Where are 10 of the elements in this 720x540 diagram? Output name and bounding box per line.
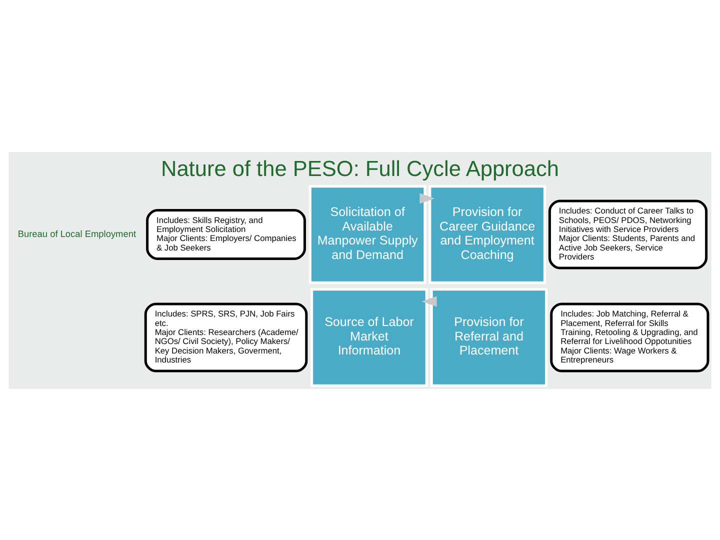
- arrow: [422, 296, 437, 306]
- node-box: Includes: SPRS, SRS, PJN, Job Fairs etc. Major Clients: Researchers (Academe/ NGOs/ Civil Society), Policy Makers/ Key Decision Makers, Goverment, Industries: [144, 302, 308, 372]
- node-box: Includes: Job Matching, Referral & Placement, Referral for Skills Training, Retooling & Upgrading, and Referral for Livelihood Oppotunities Major Clients: Wage Workers & Entrepreneurs: [550, 302, 710, 372]
- node-box: Includes: Skills Registry, and Employment Solicitation Major Clients: Employers/ Companies & Job Seekers: [146, 208, 306, 260]
- node-box: Provision for Career Guidance and Employment Coaching: [428, 184, 546, 284]
- arrow: [420, 192, 435, 204]
- node-box: Source of Labor Market Information: [310, 288, 428, 386]
- node-box: Includes: Conduct of Career Talks to Schools, PEOS/ PDOS, Networking Initiatives with Service Providers Major Clients: Students, Parents and Active Job Seekers, Service Providers: [548, 199, 708, 269]
- diagram-title: Nature of the PESO: Full Cycle Approach: [160, 156, 560, 181]
- label: Bureau of Local Employment: [18, 228, 136, 238]
